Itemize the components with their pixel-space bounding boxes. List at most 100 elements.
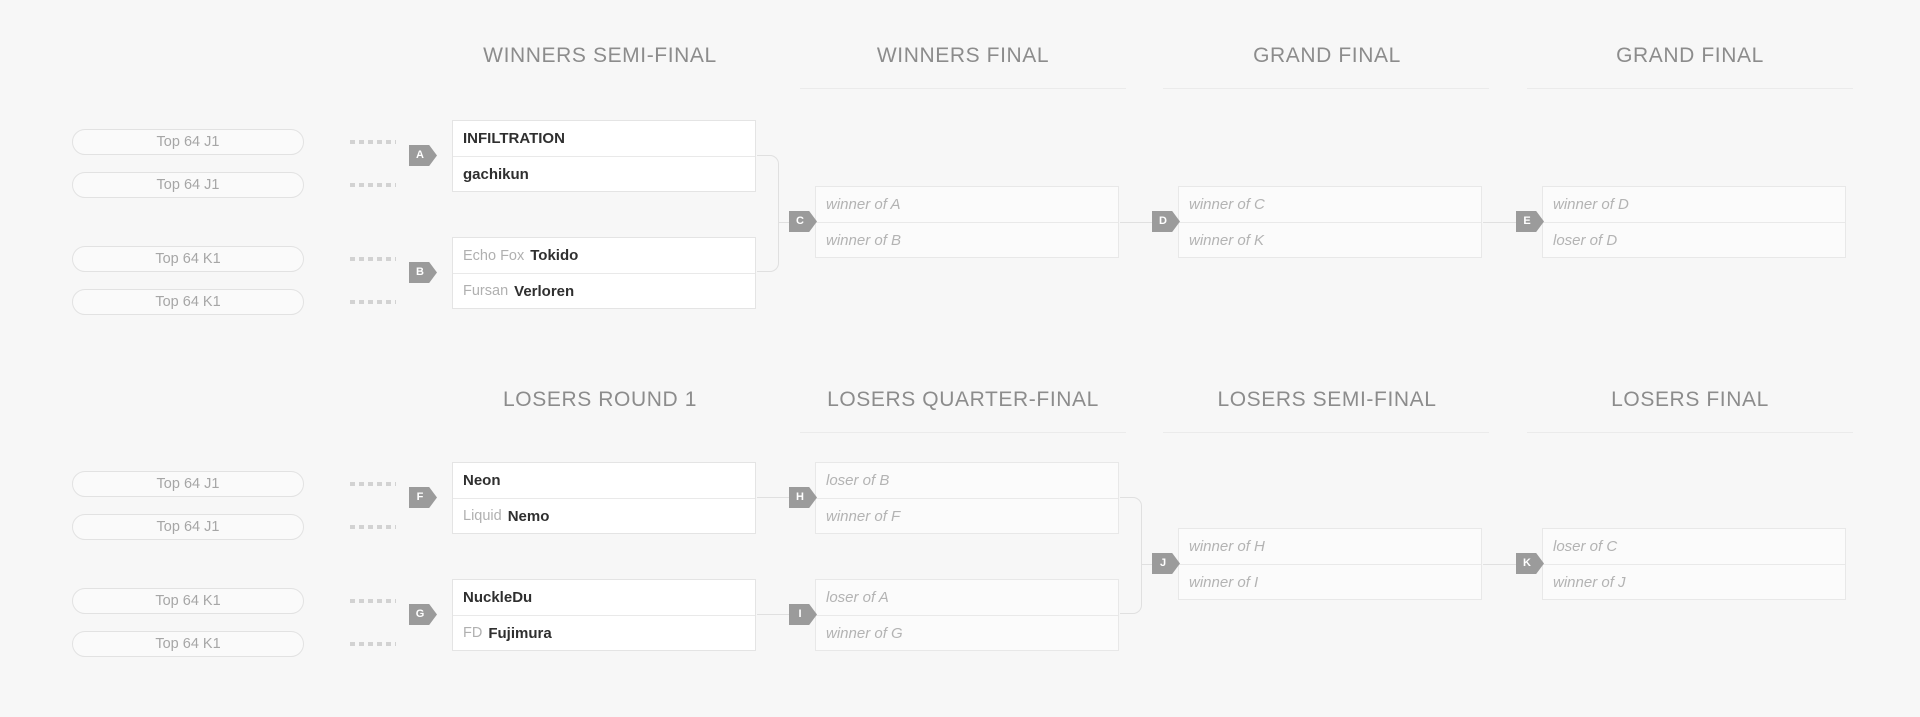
connector-f-to-h	[757, 497, 807, 498]
match-f-slot-2-name: Nemo	[507, 507, 550, 525]
match-i-slot-2-name: winner of G	[826, 624, 903, 642]
seed-pill-l2[interactable]: Top 64 J1	[72, 514, 304, 540]
match-b-slot-2[interactable]: Fursan Verloren	[453, 273, 755, 308]
round-title-losers-quarter-final: LOSERS QUARTER-FINAL	[827, 388, 1099, 411]
match-b[interactable]: Echo Fox Tokido Fursan Verloren	[452, 237, 756, 309]
round-rule-grand-final-1	[1163, 88, 1489, 89]
seed-pill-w3[interactable]: Top 64 K1	[72, 246, 304, 272]
match-g-slot-1-name: NuckleDu	[463, 589, 533, 606]
round-rule-winners-final	[800, 88, 1126, 89]
match-badge-c[interactable]: C	[789, 211, 817, 232]
match-c-slot-2[interactable]: winner of B	[816, 222, 1118, 257]
feeder-dots-w2	[350, 183, 396, 187]
match-g-slot-1[interactable]: NuckleDu	[453, 580, 755, 615]
match-b-slot-1-name: Tokido	[530, 247, 579, 264]
match-g[interactable]: NuckleDu FD Fujimura	[452, 579, 756, 651]
match-a-slot-2-name: gachikun	[463, 165, 529, 183]
match-f-slot-1[interactable]: Neon	[453, 463, 755, 498]
match-j-slot-1-name: winner of H	[1189, 538, 1265, 555]
match-h-slot-2-name: winner of F	[826, 507, 901, 525]
round-title-losers-semi-final: LOSERS SEMI-FINAL	[1217, 388, 1437, 411]
match-badge-b[interactable]: B	[409, 262, 437, 283]
match-a-slot-1[interactable]: INFILTRATION	[453, 121, 755, 156]
seed-pill-l3[interactable]: Top 64 K1	[72, 588, 304, 614]
match-e[interactable]: winner of D loser of D	[1542, 186, 1846, 258]
match-badge-k[interactable]: K	[1516, 553, 1544, 574]
match-j-slot-1[interactable]: winner of H	[1179, 529, 1481, 564]
match-h-slot-1-name: loser of B	[826, 472, 890, 489]
match-i-slot-2[interactable]: winner of G	[816, 615, 1118, 650]
match-c-slot-1[interactable]: winner of A	[816, 187, 1118, 222]
match-badge-h[interactable]: H	[789, 487, 817, 508]
feeder-dots-l4	[350, 642, 396, 646]
match-badge-f[interactable]: F	[409, 487, 437, 508]
match-d-slot-2[interactable]: winner of K	[1179, 222, 1481, 257]
match-d[interactable]: winner of C winner of K	[1178, 186, 1482, 258]
match-i[interactable]: loser of A winner of G	[815, 579, 1119, 651]
match-c-slot-1-name: winner of A	[826, 196, 901, 213]
round-rule-grand-final-2	[1527, 88, 1853, 89]
match-g-slot-2[interactable]: FD Fujimura	[453, 615, 755, 650]
match-badge-j[interactable]: J	[1152, 553, 1180, 574]
match-e-slot-1[interactable]: winner of D	[1543, 187, 1845, 222]
match-k-slot-2-name: winner of J	[1553, 573, 1626, 591]
seed-pill-w2[interactable]: Top 64 J1	[72, 172, 304, 198]
feeder-dots-l1	[350, 482, 396, 486]
connector-i-to-j	[1120, 564, 1142, 614]
feeder-dots-w1	[350, 140, 396, 144]
feeder-dots-l2	[350, 525, 396, 529]
match-h-slot-2[interactable]: winner of F	[816, 498, 1118, 533]
round-rule-losers-semi-final	[1163, 432, 1489, 433]
match-b-slot-1[interactable]: Echo Fox Tokido	[453, 238, 755, 273]
match-k[interactable]: loser of C winner of J	[1542, 528, 1846, 600]
round-title-grand-final-2: GRAND FINAL	[1616, 44, 1764, 67]
connector-g-to-i	[757, 614, 807, 615]
match-h[interactable]: loser of B winner of F	[815, 462, 1119, 534]
match-c-slot-2-name: winner of B	[826, 231, 902, 249]
feeder-dots-l3	[350, 599, 396, 603]
match-d-slot-2-name: winner of K	[1189, 231, 1265, 249]
match-d-slot-1[interactable]: winner of C	[1179, 187, 1481, 222]
seed-pill-w4[interactable]: Top 64 K1	[72, 289, 304, 315]
seed-pill-l1[interactable]: Top 64 J1	[72, 471, 304, 497]
match-k-slot-2[interactable]: winner of J	[1543, 564, 1845, 599]
round-rule-losers-quarter-final	[800, 432, 1126, 433]
match-i-slot-1-name: loser of A	[826, 589, 889, 606]
seed-pill-l4[interactable]: Top 64 K1	[72, 631, 304, 657]
match-d-slot-1-name: winner of C	[1189, 196, 1265, 213]
feeder-dots-w3	[350, 257, 396, 261]
match-f-slot-2[interactable]: Liquid Nemo	[453, 498, 755, 533]
match-badge-d[interactable]: D	[1152, 211, 1180, 232]
match-c[interactable]: winner of A winner of B	[815, 186, 1119, 258]
round-title-grand-final-1: GRAND FINAL	[1253, 44, 1401, 67]
round-title-winners-final: WINNERS FINAL	[876, 44, 1050, 67]
match-k-slot-1-name: loser of C	[1553, 538, 1618, 555]
match-i-slot-1[interactable]: loser of A	[816, 580, 1118, 615]
match-badge-a[interactable]: A	[409, 145, 437, 166]
connector-h-to-j	[1120, 497, 1142, 565]
round-title-winners-semi-final: WINNERS SEMI-FINAL	[483, 44, 717, 67]
seed-pill-w1[interactable]: Top 64 J1	[72, 129, 304, 155]
match-g-slot-2-prefix: FD	[463, 625, 483, 641]
match-e-slot-2-name: loser of D	[1553, 231, 1618, 249]
feeder-dots-w4	[350, 300, 396, 304]
connector-j-to-k	[1483, 564, 1533, 565]
match-f[interactable]: Neon Liquid Nemo	[452, 462, 756, 534]
match-badge-i[interactable]: I	[789, 604, 817, 625]
round-title-losers-final: LOSERS FINAL	[1611, 388, 1769, 411]
match-a-slot-2[interactable]: gachikun	[453, 156, 755, 191]
match-badge-g[interactable]: G	[409, 604, 437, 625]
match-b-slot-1-prefix: Echo Fox	[463, 247, 525, 264]
match-e-slot-2[interactable]: loser of D	[1543, 222, 1845, 257]
round-title-losers-round-1: LOSERS ROUND 1	[503, 388, 697, 411]
match-j[interactable]: winner of H winner of I	[1178, 528, 1482, 600]
match-j-slot-2[interactable]: winner of I	[1179, 564, 1481, 599]
match-k-slot-1[interactable]: loser of C	[1543, 529, 1845, 564]
connector-d-to-e	[1483, 222, 1533, 223]
match-j-slot-2-name: winner of I	[1189, 573, 1259, 591]
match-badge-e[interactable]: E	[1516, 211, 1544, 232]
match-h-slot-1[interactable]: loser of B	[816, 463, 1118, 498]
connector-b-to-c	[757, 222, 779, 272]
match-a[interactable]: INFILTRATION gachikun	[452, 120, 756, 192]
